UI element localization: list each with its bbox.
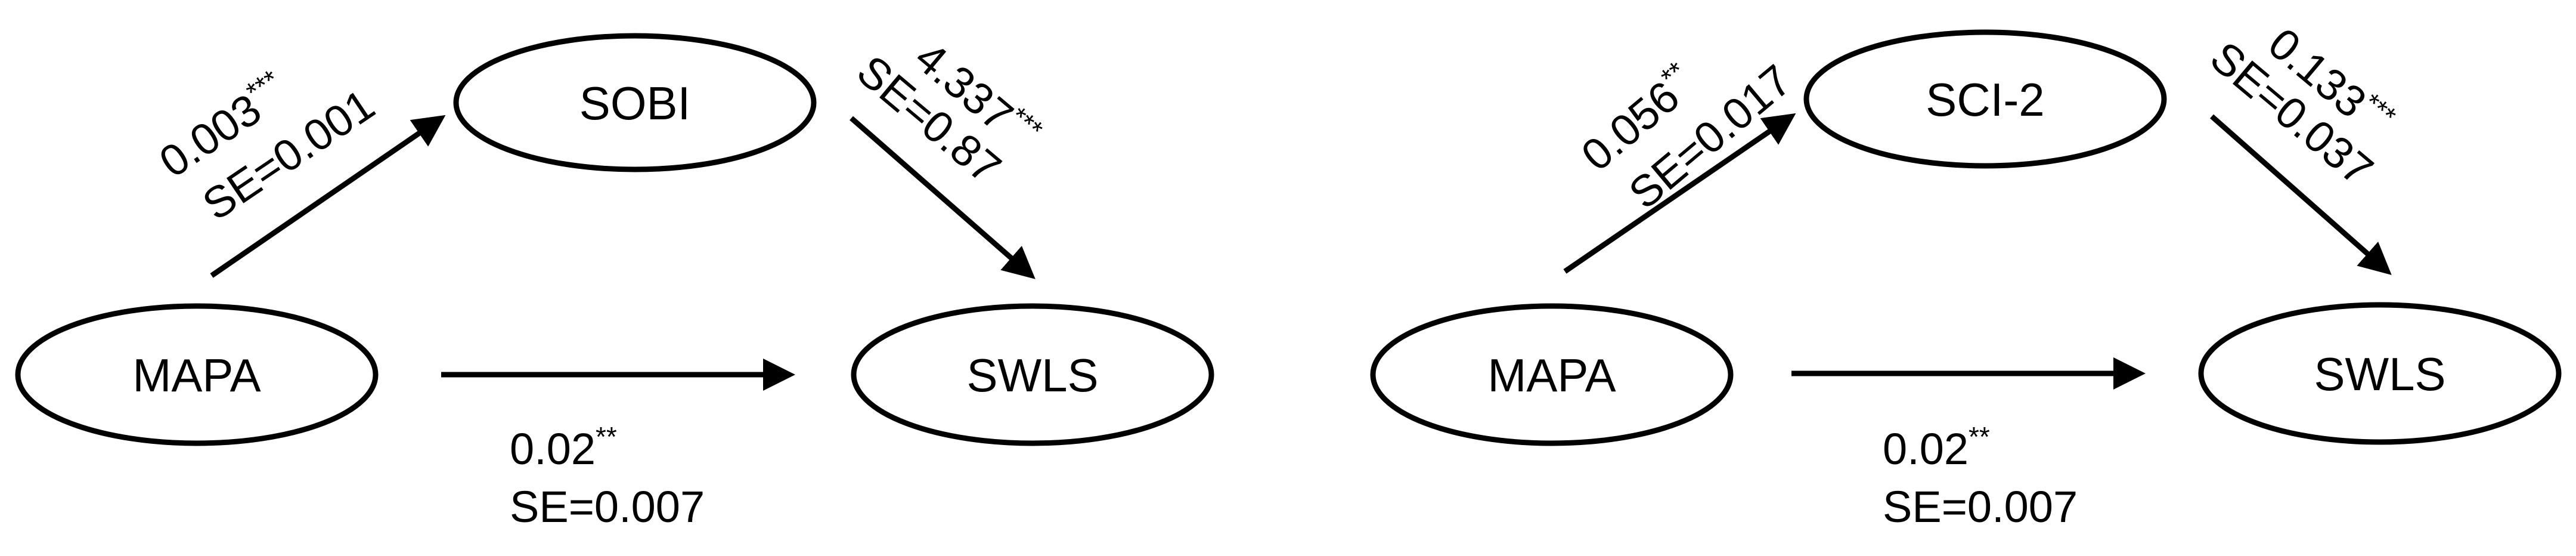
path-c-sig: ** (596, 421, 617, 452)
node-label-predictor: MAPA (132, 349, 261, 401)
node-predictor-right: MAPA (1370, 303, 1734, 446)
node-label-predictor: MAPA (1487, 349, 1616, 401)
path-a-arrow (210, 115, 446, 278)
path-c-label: 0.02** SE=0.007 (510, 421, 705, 532)
path-a-label: 0.056** SE=0.017 (1572, 55, 1801, 218)
path-b-arrow (2210, 114, 2392, 275)
path-b-label: 0.133*** SE=0.037 (2201, 18, 2402, 196)
path-c-coef: 0.02 (1883, 424, 1969, 474)
node-label-mediator: SCI-2 (1926, 73, 2044, 126)
path-c-coef: 0.02 (510, 424, 596, 474)
path-c-se: SE=0.007 (1883, 482, 2078, 532)
path-a-label: 0.003*** SE=0.001 (151, 64, 383, 230)
panel-right: MAPA SCI-2 SWLS 0.056** SE=0.017 0.133**… (1370, 18, 2562, 532)
node-outcome-left: SWLS (851, 303, 1214, 446)
path-b-label: 4.337*** SE=0.87 (848, 32, 1049, 193)
svg-text:0.02**: 0.02** (510, 421, 617, 474)
node-label-mediator: SOBI (579, 77, 690, 129)
node-mediator-left: SOBI (453, 33, 817, 172)
node-outcome-right: SWLS (2198, 302, 2562, 445)
path-b-arrow (850, 116, 1036, 279)
node-mediator-right: SCI-2 (1803, 29, 2167, 169)
svg-text:0.02**: 0.02** (1883, 421, 1990, 474)
node-label-outcome: SWLS (2314, 348, 2445, 400)
node-predictor-left: MAPA (15, 303, 379, 446)
path-c-se: SE=0.007 (510, 482, 705, 532)
panel-left: MAPA SOBI SWLS 0.003*** SE=0.001 4.337**… (15, 32, 1214, 532)
node-label-outcome: SWLS (966, 349, 1098, 401)
path-c-sig: ** (1969, 421, 1990, 452)
path-a-arrow (1563, 113, 1796, 274)
path-c-label: 0.02** SE=0.007 (1883, 421, 2078, 532)
